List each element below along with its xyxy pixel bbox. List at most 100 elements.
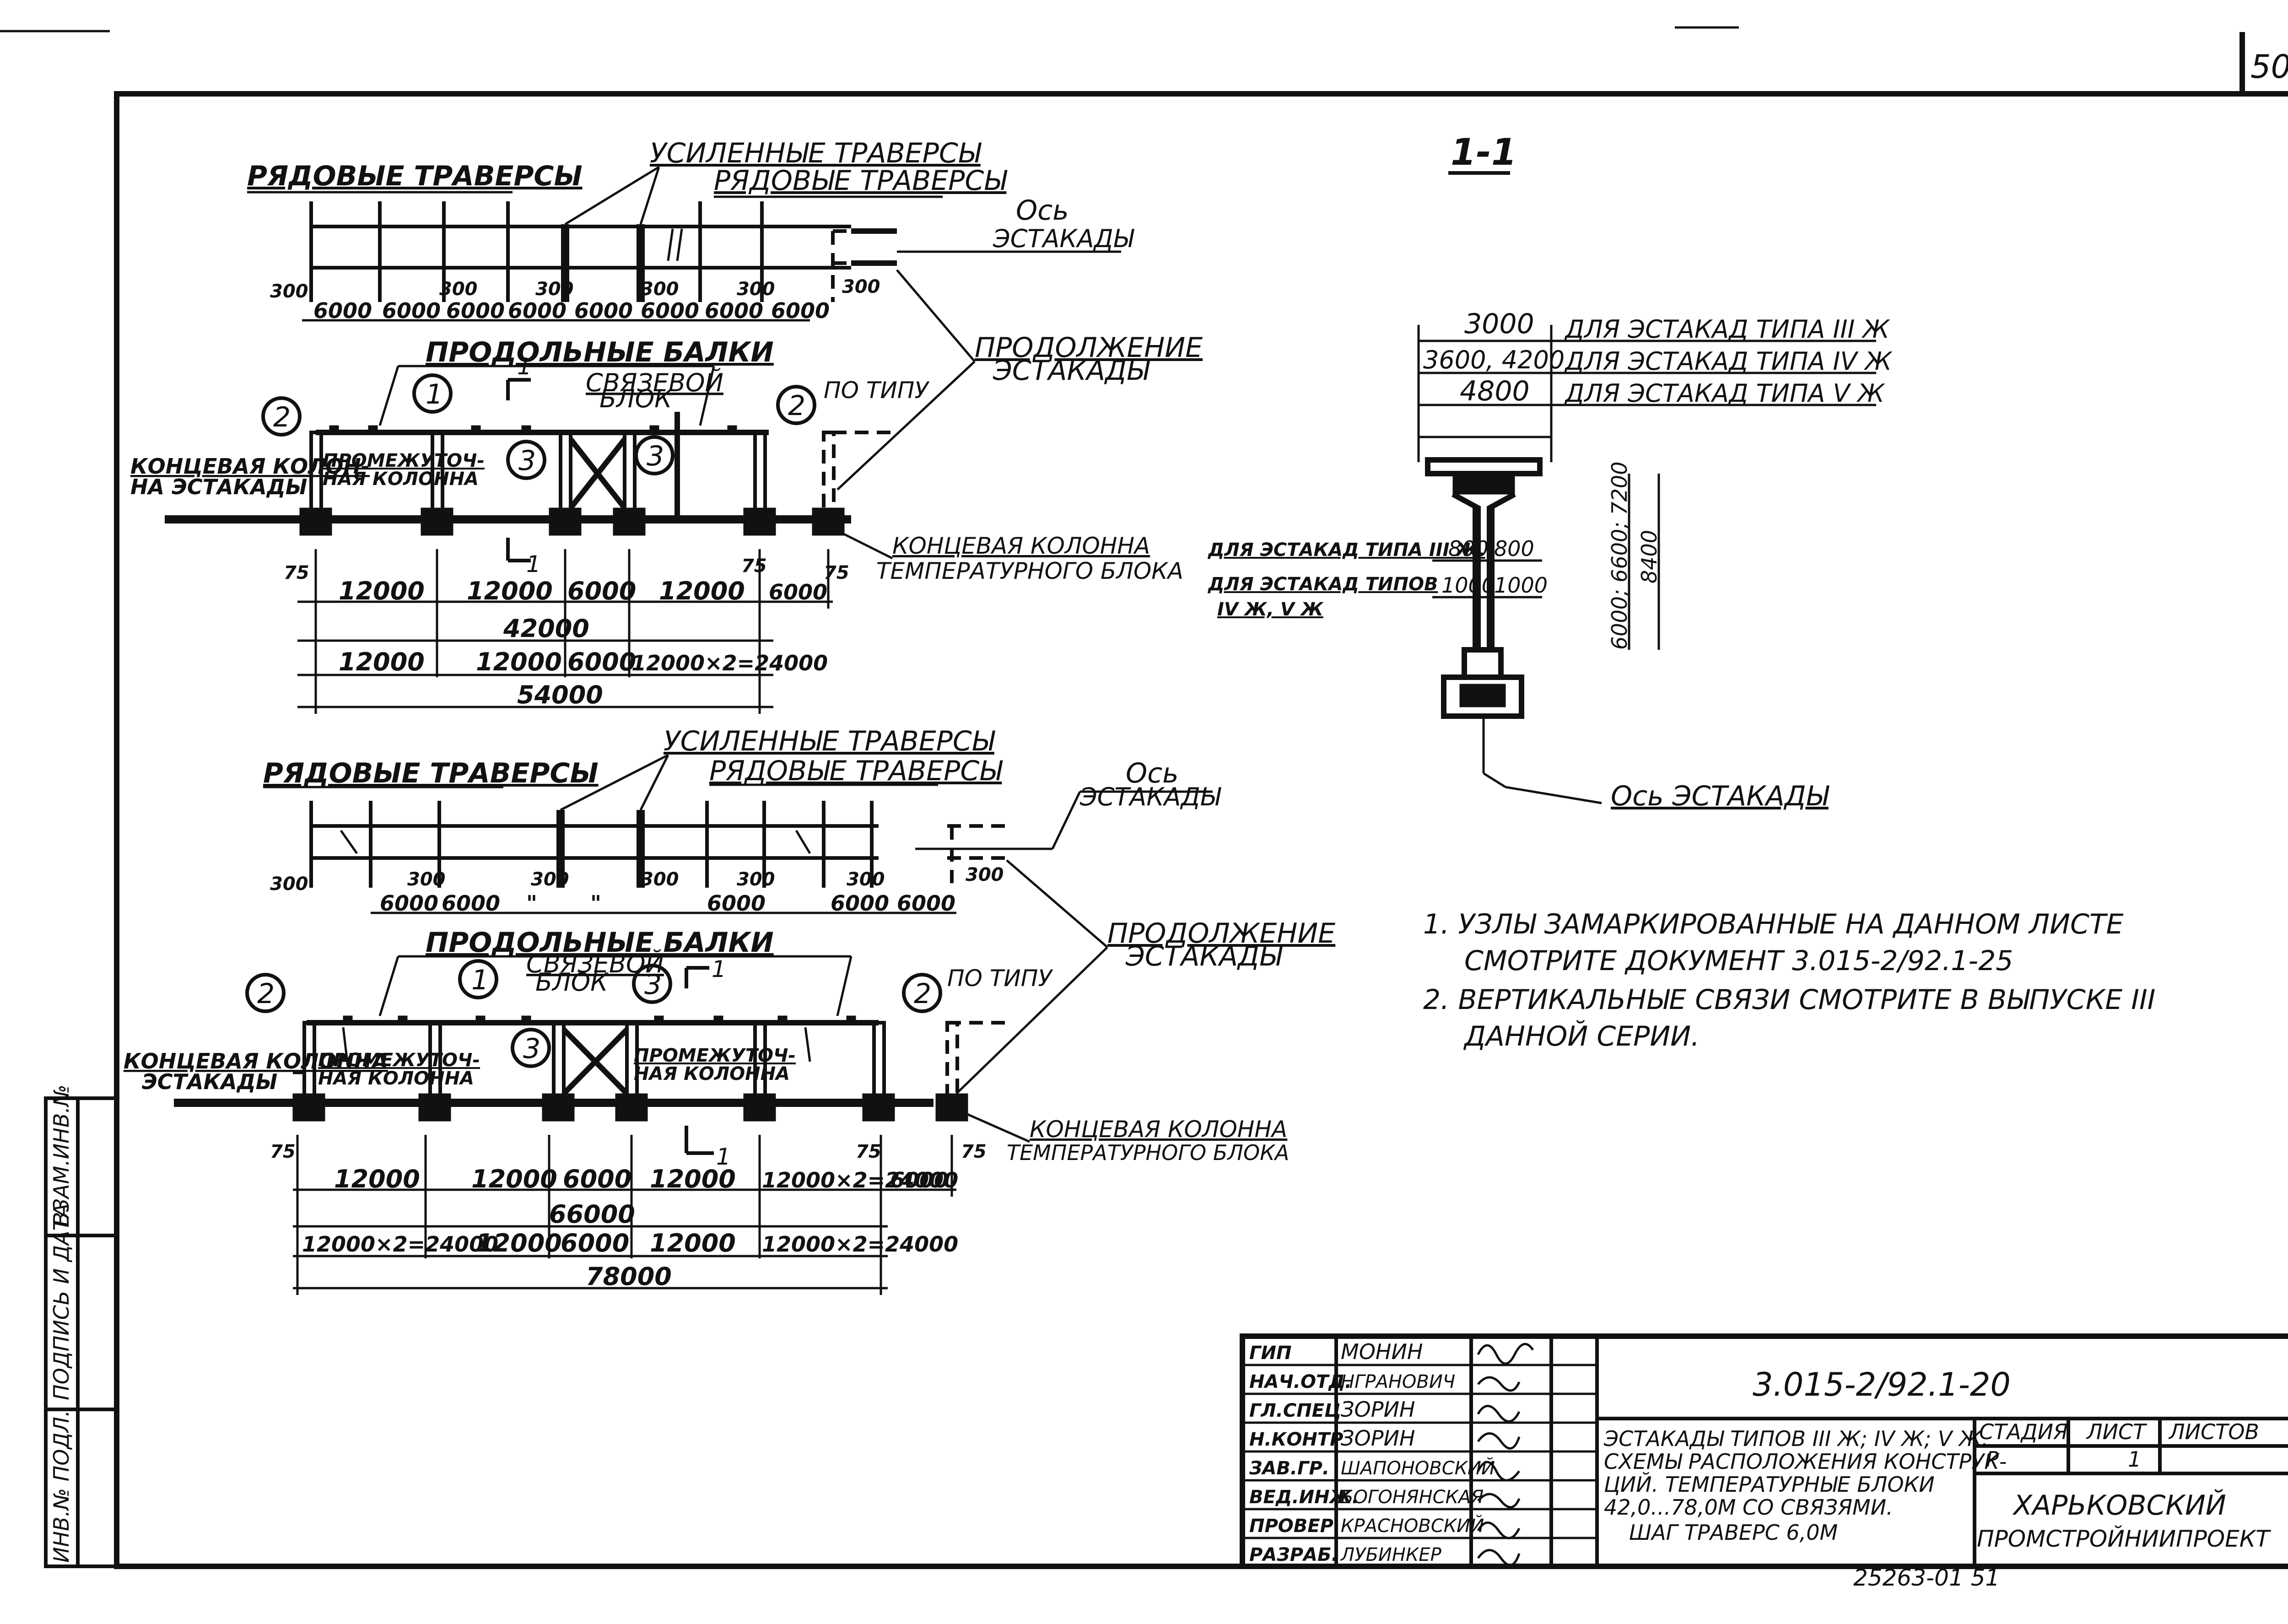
elev1-dim-row2-1: 12000 [339, 647, 425, 676]
elev1-dim-4: 12000 [659, 577, 745, 605]
elev2-intermediate-2: НАЯ КОЛОННА [318, 1068, 474, 1089]
plan2-offset-6: 300 [847, 869, 885, 890]
plan1-reinforced-label: УСИЛЕННЫЕ ТРАВЕРСЫ [650, 137, 982, 169]
tb-signatures [1477, 1343, 1534, 1566]
tb-role-4: ЗАВ.ГР. [1249, 1458, 1329, 1479]
tb-title-line-5: ШАГ ТРАВЕРС 6,0М [1629, 1520, 1838, 1545]
plan2-ditto-2: " [590, 891, 601, 916]
drawing-frame: 50 [0, 26, 2288, 1569]
elev1-intermediate-2: НАЯ КОЛОННА [323, 469, 479, 490]
elev2-dim-1: 12000 [334, 1165, 420, 1193]
archive-number: 25263-01 51 [1853, 1565, 2000, 1591]
elev1-dim-3: 6000 [567, 577, 636, 605]
tb-title-line-4: 42,0...78,0М СО СВЯЗЯМИ. [1604, 1495, 1893, 1520]
elev1-marker-3a: 3 [518, 445, 536, 477]
elev1-dim-5: 6000 [769, 580, 827, 604]
elev2-longitudinal-beams: ПРОДОЛЬНЫЕ БАЛКИ [426, 927, 774, 959]
tb-org-1: ХАРЬКОВСКИЙ [2012, 1489, 2226, 1521]
plan2-span-3: 6000 [707, 891, 766, 916]
elev1-marker-2b: 2 [788, 390, 805, 422]
plan1-span-2: 6000 [382, 298, 441, 323]
plan1-span-6: 6000 [641, 298, 699, 323]
section-dim-800-a: 800 [1448, 536, 1489, 561]
plan1-span-1: 6000 [313, 298, 372, 323]
tb-name-4: ШАПОНОВСКИЙ [1341, 1457, 1495, 1479]
elev1-edge-75-mid: 75 [741, 556, 767, 577]
section-row-1-value: 3000 [1464, 308, 1534, 340]
plan2-ordinary-right-label: РЯДОВЫЕ ТРАВЕРСЫ [709, 755, 1003, 787]
elev1-edge-75-left: 75 [284, 562, 309, 583]
elev2-dim-row2-5: 12000×2=24000 [762, 1232, 958, 1257]
elev1-bracing-block-2: БЛОК [599, 384, 673, 413]
section-dim-800-b: 800 [1494, 536, 1534, 561]
tb-title-line-3: ЦИЙ. ТЕМПЕРАТУРНЫЕ БЛОКИ [1604, 1472, 1935, 1497]
section-1-1: 1-1 3000 ДЛЯ ЭСТАКАД ТИПА III Ж 3600, 42… [1207, 131, 1893, 812]
plan1-offset-2: 300 [439, 279, 478, 300]
notes: 1. УЗЛЫ ЗАМАРКИРОВАННЫЕ НА ДАННОМ ЛИСТЕ … [1423, 908, 2155, 1052]
elev2-dim-row2-3: 6000 [561, 1229, 629, 1257]
plan2-continuation-1: ПРОДОЛЖЕНИЕ [1107, 917, 1335, 950]
plan1-axis-label-2: ЭСТАКАДЫ [993, 224, 1135, 253]
elev2-dim-row2-4: 12000 [650, 1229, 736, 1257]
section-note-b1: ДЛЯ ЭСТАКАД ТИПОВ [1207, 574, 1438, 595]
tb-title-line-1: ЭСТАКАДЫ ТИПОВ III Ж; IV Ж; V Ж. [1603, 1426, 1988, 1451]
tb-role-3: Н.КОНТР [1249, 1429, 1343, 1450]
elev2-total-2: 78000 [586, 1262, 672, 1291]
plan1-ordinary-left-label: РЯДОВЫЕ ТРАВЕРСЫ [247, 160, 583, 192]
elev2-end-column-left-2: ЭСТАКАДЫ [142, 1069, 277, 1094]
elev2-marker-3a: 3 [523, 1033, 540, 1065]
elev1-bracing-block-1: СВЯЗЕВОЙ [586, 368, 723, 397]
elevation-2: ПРОДОЛЬНЫЕ БАЛКИ СВЯЗЕВОЙ БЛОК [124, 927, 1289, 1295]
elev2-intermediate-b2: НАЯ КОЛОННА [634, 1063, 790, 1084]
plan1-offset-5: 300 [737, 279, 775, 300]
note-line-4: ДАННОЙ СЕРИИ. [1463, 1020, 1700, 1052]
elev2-edge-75-mid: 75 [856, 1141, 881, 1162]
plan1-span-3: 6000 [446, 298, 505, 323]
tb-sheet-value: 1 [2128, 1447, 2141, 1472]
plan2-ordinary-left-label: РЯДОВЫЕ ТРАВЕРСЫ [263, 757, 599, 789]
note-line-1: 1. УЗЛЫ ЗАМАРКИРОВАННЫЕ НА ДАННОМ ЛИСТЕ [1423, 908, 2124, 940]
plan1-ordinary-right-label: РЯДОВЫЕ ТРАВЕРСЫ [714, 165, 1008, 197]
tb-name-5: БОГОНЯНСКАЯ [1341, 1487, 1484, 1508]
elev2-intermediate-b1: ПРОМЕЖУТОЧ- [634, 1045, 796, 1066]
elev1-by-type: ПО ТИПУ [824, 377, 930, 404]
section-note-a: ДЛЯ ЭСТАКАД ТИПА III Ж. [1207, 540, 1485, 561]
section-row-2-value: 3600, 4200 [1423, 345, 1565, 374]
tb-role-5: ВЕД.ИНЖ. [1249, 1487, 1359, 1508]
tb-stage-label: СТАДИЯ [1979, 1419, 2068, 1444]
tb-org-2: ПРОМСТРОЙНИИПРОЕКТ [1977, 1525, 2271, 1552]
elev1-cut-mark-bottom: 1 [526, 551, 541, 577]
plan2-offset-5: 300 [737, 869, 775, 890]
elev1-end-column-left-2: НА ЭСТАКАДЫ [130, 475, 307, 499]
elev1-marker-3b: 3 [647, 440, 664, 472]
elev2-cut-mark-bottom: 1 [716, 1144, 731, 1170]
note-line-2: СМОТРИТЕ ДОКУМЕНТ 3.015-2/92.1-25 [1464, 945, 2013, 977]
note-line-3: 2. ВЕРТИКАЛЬНЫЕ СВЯЗИ СМОТРИТЕ В ВЫПУСКЕ… [1423, 984, 2155, 1016]
plan1-offset-4: 300 [641, 279, 679, 300]
elev2-edge-75-left: 75 [270, 1141, 296, 1162]
elev2-dim-6: 6000 [890, 1168, 949, 1192]
tb-sheets-label: ЛИСТОВ [2168, 1419, 2259, 1444]
plan2-offset-4: 300 [641, 869, 679, 890]
plan2-span-5: 6000 [897, 891, 955, 916]
elev2-dim-2: 12000 [471, 1165, 557, 1193]
tb-name-3: ЗОРИН [1341, 1426, 1415, 1451]
tb-sheet-label: ЛИСТ [2086, 1419, 2148, 1444]
elev2-dim-row2-1: 12000×2=24000 [302, 1232, 498, 1257]
plan-2: РЯДОВЫЕ ТРАВЕРСЫ УСИЛЕННЫЕ ТРАВЕРСЫ РЯДО… [263, 725, 1335, 1095]
elev2-dim-3: 6000 [563, 1165, 631, 1193]
side-stamp-sign-label: ПОДПИСЬ И ДАТА [49, 1203, 74, 1400]
elev2-end-column-temp-2: ТЕМПЕРАТУРНОГО БЛОКА [1007, 1140, 1289, 1165]
title-block: ГИП НАЧ.ОТД. ГЛ.СПЕЦ Н.КОНТР ЗАВ.ГР. ВЕД… [1240, 1333, 2288, 1569]
elev2-end-column-left-1: КОНЦЕВАЯ КОЛОННА [124, 1049, 388, 1074]
plan2-traverses [309, 801, 874, 888]
section-dim-1000-a: 1000 [1441, 573, 1495, 598]
section-note-b2: IV Ж, V Ж [1217, 599, 1324, 620]
plan2-axis-label-1: Ось [1126, 757, 1179, 789]
plan1-offset-6: 300 [842, 276, 880, 297]
side-stamp: ИНВ.№ ПОДЛ. ПОДПИСЬ И ДАТА ВЗАМ.ИНВ.№ [44, 1084, 119, 1568]
elev1-dim-2: 12000 [467, 577, 553, 605]
elev1-marker-1: 1 [426, 378, 443, 410]
elev1-marker-2a: 2 [273, 401, 291, 433]
